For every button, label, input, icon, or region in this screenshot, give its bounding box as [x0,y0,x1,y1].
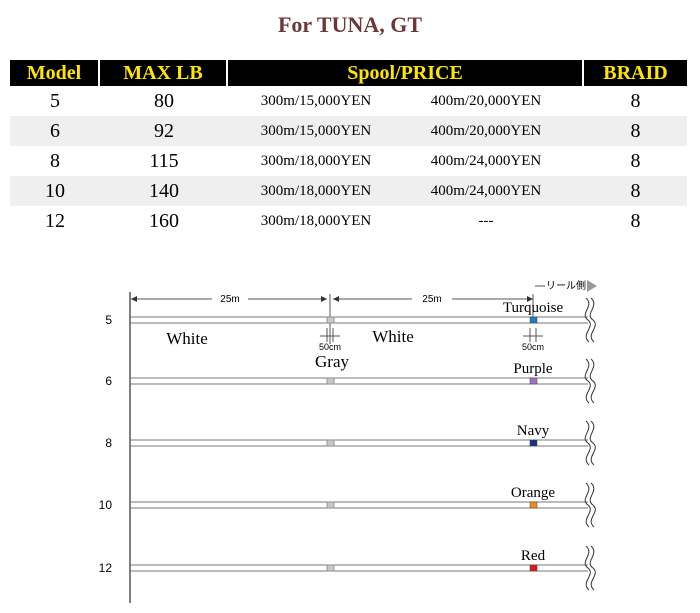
cell-max-lb: 115 [149,149,179,172]
line-row-6: 6 Purple [105,358,596,404]
header-max-lb: MAX LB [100,60,228,86]
line-model-label: 10 [99,498,113,512]
cell-max-lb: 80 [154,89,174,112]
break-mark-icon [589,297,596,343]
cell-braid: 8 [630,149,641,172]
gray-marker [326,564,335,572]
table-row: 6 92 300m/15,000YEN 400m/20,000YEN 8 [10,116,687,146]
reel-arrow-icon [587,280,597,292]
line-model-label: 8 [105,436,112,450]
color-name-label: Orange [511,485,555,501]
cell-max-lb: 92 [100,116,228,146]
cell-braid: 8 [584,116,687,146]
gray-marker [326,439,335,447]
color-name-label: Red [521,548,546,564]
color-marker [529,501,538,509]
arrow-left-icon [131,296,137,302]
break-mark-icon [584,297,591,343]
cell-model: 12 [45,209,65,232]
line-row-5: 5 Turquoise [105,297,596,343]
table-row: 5 80 300m/15,000YEN 400m/20,000YEN 8 [10,86,687,116]
dimension-25m-left: 25m [131,294,327,305]
page-title: For TUNA, GT [277,12,423,37]
break-mark-icon [589,482,596,528]
line-model-label: 5 [105,313,112,327]
price-400: 400m/24,000YEN [430,152,542,169]
break-mark-icon [584,420,591,466]
price-300: 300m/18,000YEN [260,212,372,229]
cell-model: 8 [50,149,60,172]
break-mark-icon [589,545,596,591]
price-300: 300m/15,000YEN [260,122,372,139]
cell-price: 300m/18,000YEN 400m/24,000YEN [228,176,584,206]
cell-braid: 8 [584,176,687,206]
header-braid: BRAID [584,60,687,86]
cell-model: 6 [10,116,100,146]
dim-25m-label: 25m [422,294,441,305]
gray-marker [326,377,335,385]
white-section-label: White [166,329,208,348]
color-name-label: Turquoise [503,300,564,316]
dim-25m-label: 25m [220,294,239,305]
arrow-right-icon [321,296,327,302]
table-row: 8 115 300m/18,000YEN 400m/24,000YEN 8 [10,146,687,176]
color-marker [529,316,538,324]
break-mark-icon [584,545,591,591]
header-model: Model [10,60,100,86]
table-row: 12 160 300m/18,000YEN --- 8 [10,206,687,236]
break-mark-icon [589,358,596,404]
price-400: 400m/24,000YEN [430,182,542,199]
price-400: 400m/20,000YEN [430,92,542,109]
spec-table: Model MAX LB Spool/PRICE BRAID 5 80 300m… [10,60,687,236]
price-400: 400m/20,000YEN [430,122,542,139]
cell-max-lb: 140 [100,176,228,206]
cell-price: 300m/15,000YEN 400m/20,000YEN [228,116,584,146]
color-marker [529,377,538,385]
table-header-row: Model MAX LB Spool/PRICE BRAID [10,60,687,86]
cell-max-lb: 160 [149,209,179,232]
gray-marker [326,316,335,324]
break-mark-icon [584,482,591,528]
arrow-left-icon [333,296,339,302]
dim-50cm-label: 50cm [522,342,544,352]
cell-braid: 8 [630,209,641,232]
cell-model: 10 [10,176,100,206]
color-marker [529,564,538,572]
line-color-diagram: 25m 25m リール側 50cm 50cm White White Gray … [99,279,597,603]
line-row-12: 12 Red [99,545,596,591]
line-model-label: 6 [105,374,112,388]
break-mark-icon [584,358,591,404]
price-300: 300m/15,000YEN [260,92,372,109]
cell-model: 5 [50,89,60,112]
break-mark-icon [589,420,596,466]
line-model-label: 12 [99,561,113,575]
price-400: --- [478,212,494,229]
line-row-8: 8 Navy [105,420,596,466]
header-spool-price: Spool/PRICE [228,60,584,86]
color-name-label: Purple [513,361,553,377]
line-row-10: 10 Orange [99,482,596,528]
dimension-25m-right: 25m [333,294,533,305]
table-row: 10 140 300m/18,000YEN 400m/24,000YEN 8 [10,176,687,206]
price-300: 300m/18,000YEN [260,182,372,199]
gray-section-label: Gray [315,352,349,371]
reel-side-label: リール側 [546,279,586,292]
cell-price: 300m/18,000YEN 400m/24,000YEN [228,146,584,176]
dim-50cm-label: 50cm [319,342,341,352]
cell-price: 300m/15,000YEN 400m/20,000YEN [228,86,584,116]
white-section-label: White [372,327,414,346]
price-300: 300m/18,000YEN [260,152,372,169]
gray-marker [326,501,335,509]
color-name-label: Navy [517,423,550,439]
arrow-right-icon [527,296,533,302]
color-marker [529,439,538,447]
cell-price: 300m/18,000YEN --- [228,206,584,236]
cell-braid: 8 [630,89,641,112]
